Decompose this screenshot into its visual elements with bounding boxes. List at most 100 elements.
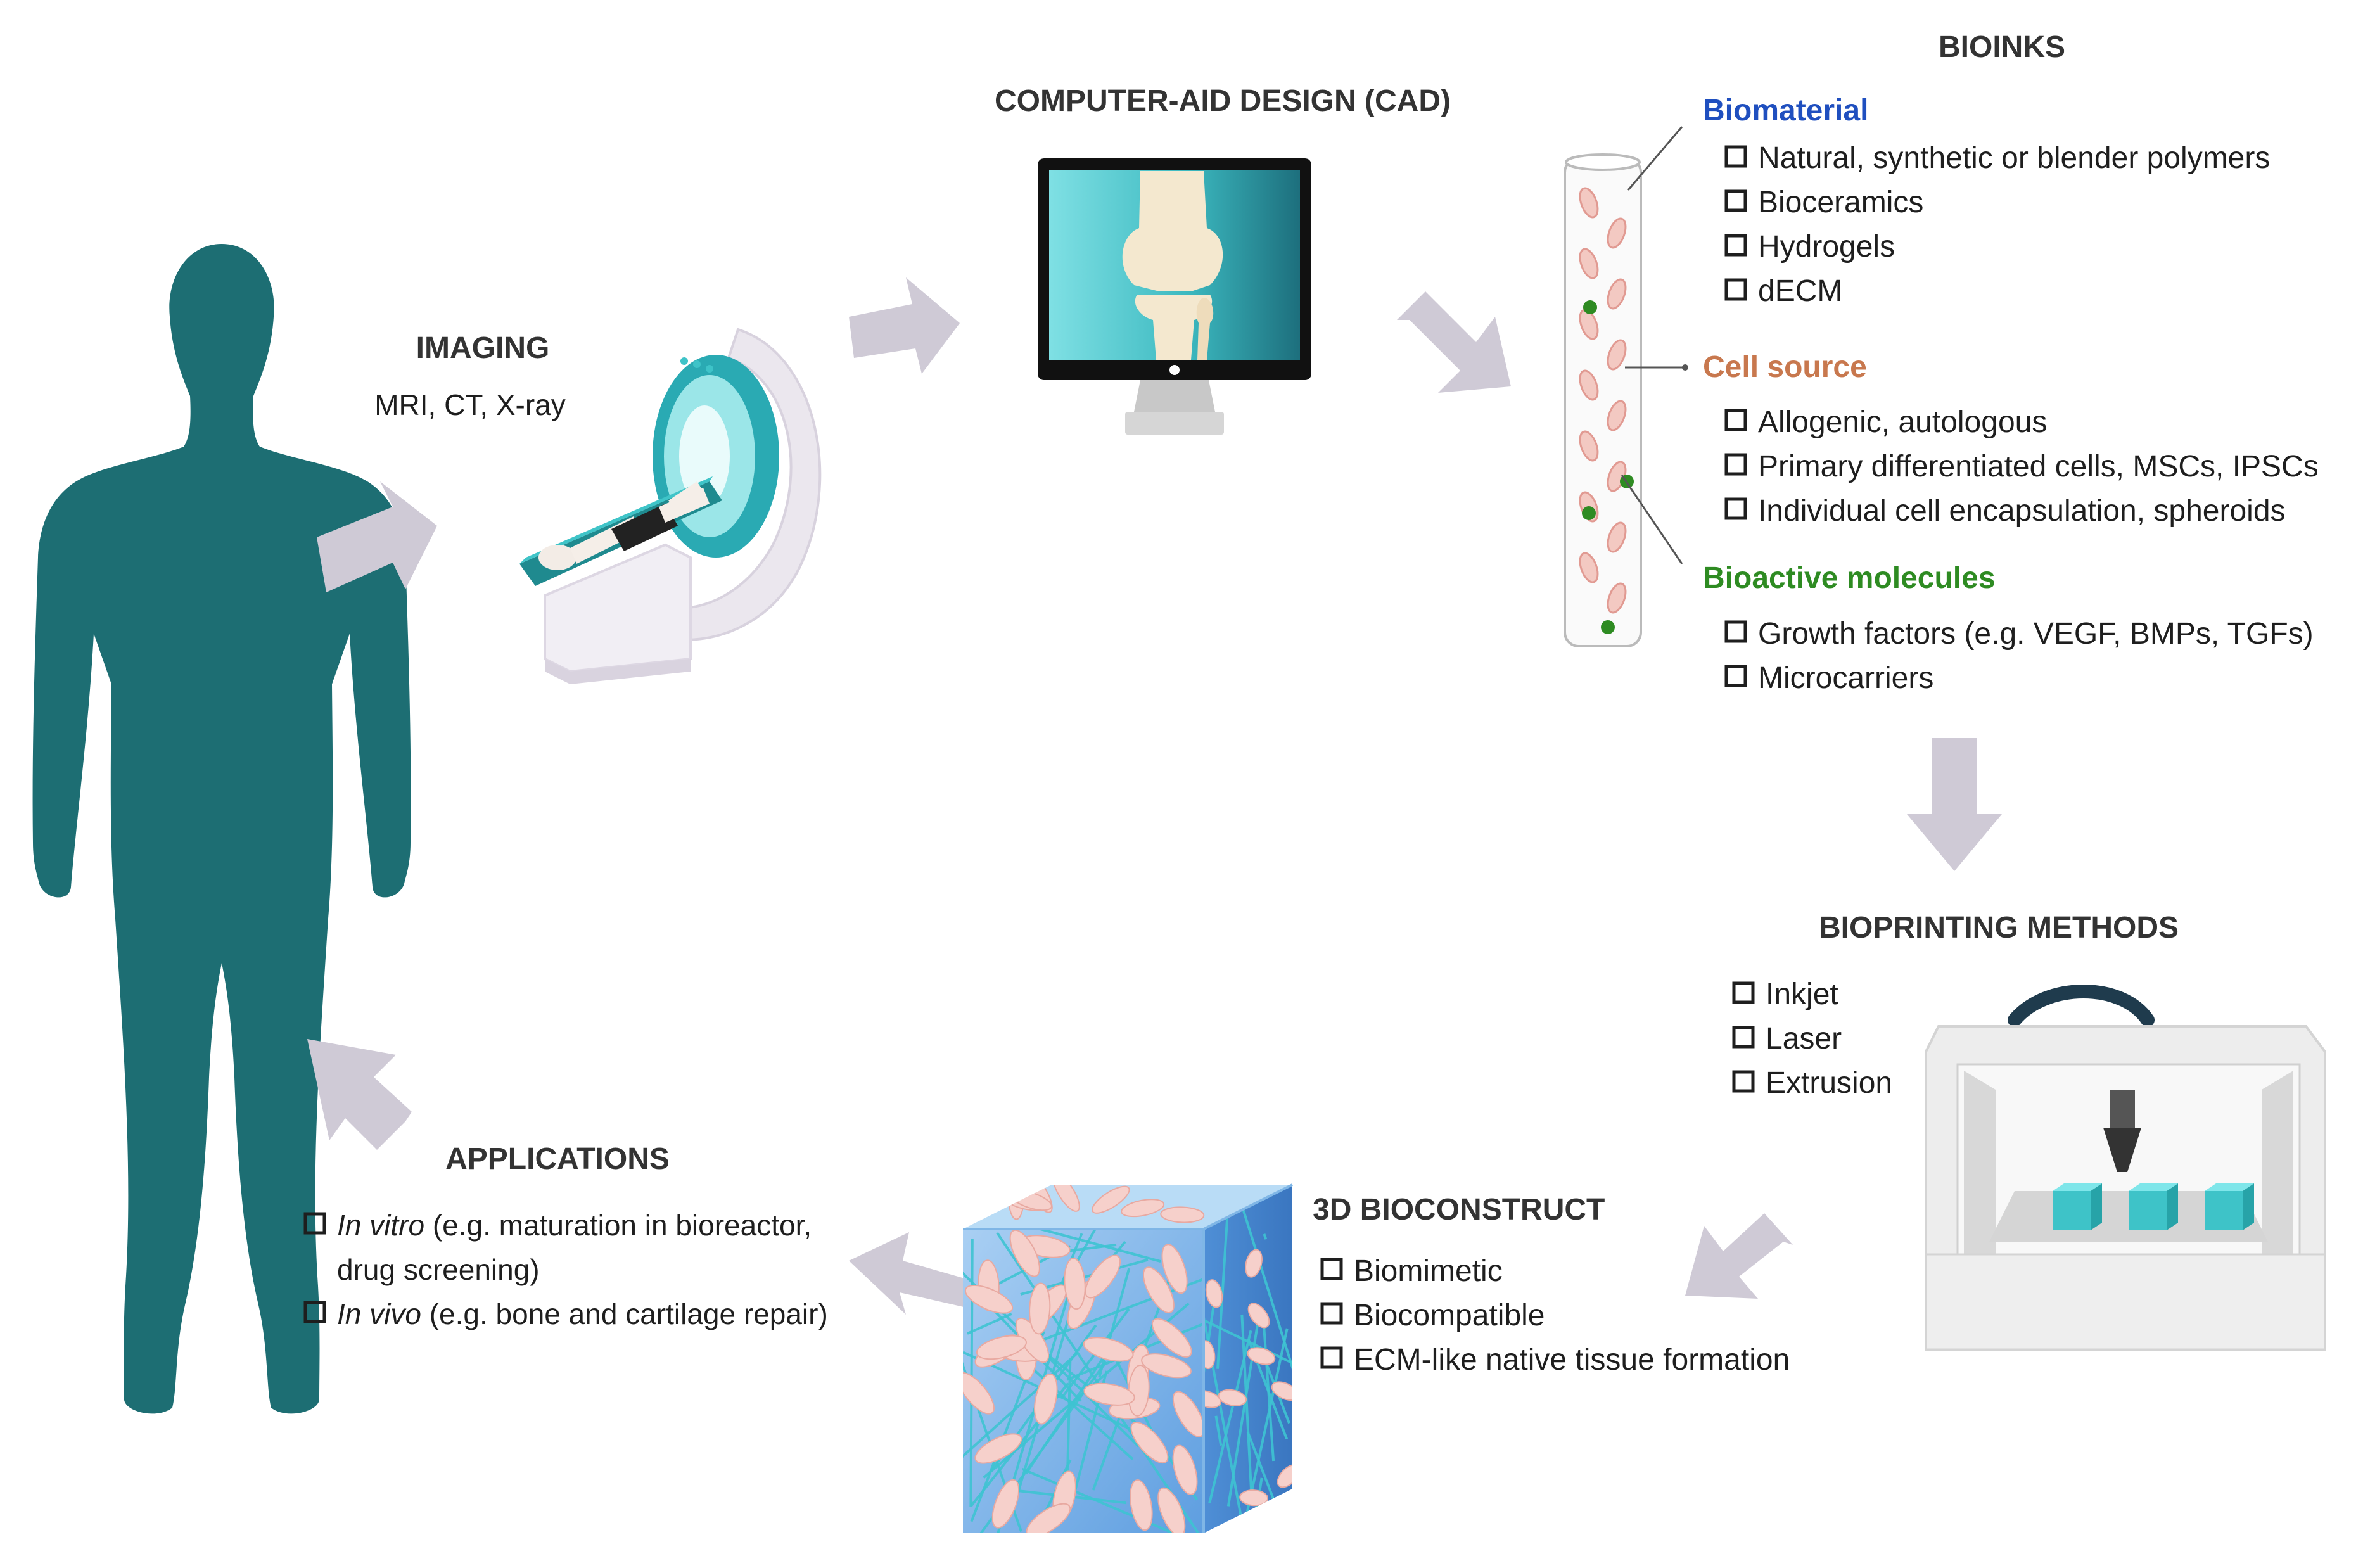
construct-cell xyxy=(1130,1479,1153,1531)
applications-list: In vitro (e.g. maturation in bioreactor,… xyxy=(303,1209,828,1330)
tube-cell xyxy=(1579,552,1599,583)
arrow-applications-to-figure-icon xyxy=(307,1039,412,1150)
printed-cube xyxy=(2205,1183,2254,1230)
arrow-bioconstruct-to-applications-icon xyxy=(849,1232,969,1315)
list-item: Biomimetic xyxy=(1320,1254,1503,1288)
list-item: Bioceramics xyxy=(1724,186,1923,219)
bioactive-molecule-dot xyxy=(1601,620,1615,634)
construct-cell xyxy=(976,1335,1027,1360)
construct-cell xyxy=(1121,1199,1165,1218)
cell-source-label: Cell source xyxy=(1703,350,1867,384)
svg-text:Natural, synthetic or blender: Natural, synthetic or blender polymers xyxy=(1758,141,2270,175)
arrow-figure-to-imaging-icon xyxy=(317,481,437,592)
cell-source-list: Allogenic, autologous Primary differenti… xyxy=(1724,405,2319,528)
bioprinter-icon xyxy=(1925,985,2326,1351)
bioinks-title: BIOINKS xyxy=(1939,30,2065,64)
arrow-imaging-to-cad-icon xyxy=(849,277,960,374)
list-item: Microcarriers xyxy=(1724,661,1933,695)
construct-cell xyxy=(1034,1373,1058,1425)
construct-cell xyxy=(1092,1185,1130,1214)
construct-cell xyxy=(1271,1381,1292,1401)
construct-cell xyxy=(1130,1422,1169,1464)
bioink-tube-icon xyxy=(1564,126,1688,647)
list-item: Extrusion xyxy=(1732,1066,1892,1100)
tube-cell xyxy=(1579,187,1599,219)
svg-text:In vitro (e.g. maturation in b: In vitro (e.g. maturation in bioreactor, xyxy=(337,1209,812,1242)
construct-cell xyxy=(1160,1206,1205,1223)
tube-cell xyxy=(1607,521,1627,553)
tube-cell xyxy=(1579,369,1599,401)
svg-text:Growth factors (e.g. VEGF, BMP: Growth factors (e.g. VEGF, BMPs, TGFs) xyxy=(1758,617,2314,651)
list-item: ECM-like native tissue formation xyxy=(1320,1343,1790,1377)
list-item: Laser xyxy=(1732,1022,1842,1055)
printed-cube xyxy=(2129,1183,2178,1230)
construct-cell xyxy=(1052,1185,1080,1212)
bioactive-molecules-list: Growth factors (e.g. VEGF, BMPs, TGFs) M… xyxy=(1724,617,2314,695)
tube-cell xyxy=(1607,339,1627,371)
list-item: dECM xyxy=(1724,274,1842,308)
bioconstruct-title: 3D BIOCONSTRUCT xyxy=(1313,1193,1605,1227)
tube-cell xyxy=(1579,430,1599,462)
bioactive-molecule-dot xyxy=(1583,300,1597,314)
tube-cell xyxy=(1579,248,1599,279)
tube-cell xyxy=(1579,309,1599,340)
bioconstruct-properties-list: Biomimetic Biocompatible ECM-like native… xyxy=(1320,1254,1790,1377)
bioprinting-methods-title: BIOPRINTING METHODS xyxy=(1819,911,2179,945)
svg-text:In vivo (e.g. bone and cartila: In vivo (e.g. bone and cartilage repair) xyxy=(337,1297,828,1330)
construct-cell xyxy=(1161,1244,1188,1294)
imaging-modalities: MRI, CT, X-ray xyxy=(374,388,566,421)
construct-cell xyxy=(964,1284,1014,1314)
svg-text:dECM: dECM xyxy=(1758,274,1842,308)
list-item: Biocompatible xyxy=(1320,1299,1545,1332)
construct-cell xyxy=(1085,1254,1121,1299)
arrow-bioprinting-to-bioconstruct-icon xyxy=(1685,1213,1793,1299)
human-silhouette-icon xyxy=(32,244,411,1414)
svg-text:Biocompatible: Biocompatible xyxy=(1354,1299,1545,1332)
list-item: Allogenic, autologous xyxy=(1724,405,2047,439)
mri-scanner-icon xyxy=(519,328,822,684)
construct-cell xyxy=(1277,1463,1292,1488)
construct-cell xyxy=(1247,1303,1270,1329)
tube-cell xyxy=(1607,217,1627,249)
construct-cell xyxy=(1029,1282,1051,1335)
construct-cell xyxy=(1064,1258,1086,1310)
construct-cell xyxy=(1247,1347,1276,1365)
construct-cell xyxy=(1007,1185,1024,1220)
construct-cell xyxy=(1218,1389,1247,1406)
bioactive-molecule-dot xyxy=(1582,506,1596,520)
printed-cube xyxy=(2053,1183,2102,1230)
construct-cell xyxy=(1083,1382,1135,1406)
svg-text:drug screening): drug screening) xyxy=(337,1253,540,1286)
construct-cell xyxy=(974,1433,1022,1464)
construct-cell xyxy=(1239,1489,1269,1507)
biomaterial-list: Natural, synthetic or blender polymers B… xyxy=(1724,141,2270,308)
svg-text:Allogenic, autologous: Allogenic, autologous xyxy=(1758,405,2047,439)
construct-cell xyxy=(1205,1279,1223,1308)
list-item: Individual cell encapsulation, spheroids xyxy=(1724,494,2286,528)
list-item: Hydrogels xyxy=(1724,230,1895,264)
cad-title: COMPUTER-AID DESIGN (CAD) xyxy=(995,84,1451,118)
construct-cell xyxy=(1009,1229,1040,1277)
svg-text:Biomimetic: Biomimetic xyxy=(1354,1254,1503,1288)
construct-cell xyxy=(963,1372,995,1415)
construct-cell xyxy=(1151,1318,1192,1358)
applications-title: APPLICATIONS xyxy=(445,1142,670,1176)
svg-text:Inkjet: Inkjet xyxy=(1766,978,1838,1011)
svg-text:ECM-like native tissue formati: ECM-like native tissue formation xyxy=(1354,1343,1790,1377)
construct-cell xyxy=(1172,1444,1198,1495)
construct-cell xyxy=(991,1479,1020,1529)
imaging-title: IMAGING xyxy=(416,331,550,365)
list-item: Primary differentiated cells, MSCs, IPSC… xyxy=(1724,450,2319,483)
list-item: Inkjet xyxy=(1732,978,1838,1011)
svg-text:Laser: Laser xyxy=(1766,1022,1842,1055)
arrow-cad-to-bioinks-icon xyxy=(1397,291,1511,393)
bioconstruct-cube-icon xyxy=(963,1183,1293,1533)
svg-text:Hydrogels: Hydrogels xyxy=(1758,230,1895,264)
construct-cell xyxy=(1141,1353,1192,1379)
list-item: In vivo (e.g. bone and cartilage repair) xyxy=(303,1297,828,1330)
construct-cell xyxy=(1026,1503,1071,1533)
construct-cell xyxy=(1157,1487,1186,1533)
construct-cell xyxy=(1245,1249,1263,1278)
svg-text:Microcarriers: Microcarriers xyxy=(1758,661,1933,695)
construct-cell xyxy=(1142,1266,1175,1313)
